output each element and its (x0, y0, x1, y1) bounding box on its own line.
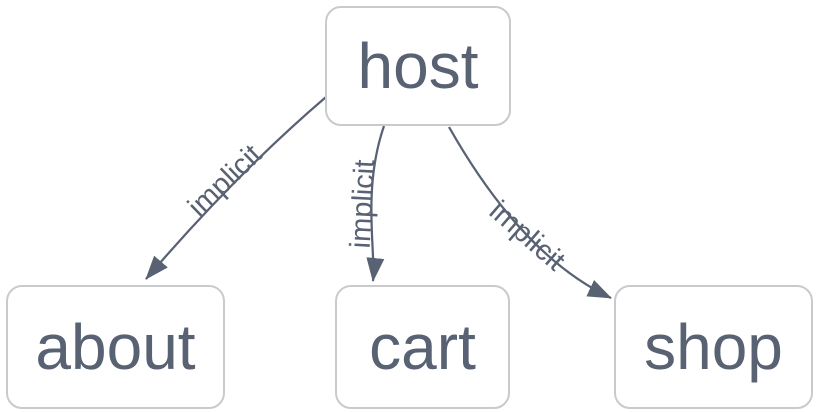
edge-label-host-about: implicit (182, 139, 268, 224)
edge-host-cart (366, 125, 386, 282)
edge-host-about (145, 96, 327, 280)
node-host-label: host (357, 30, 479, 102)
edge-host-shop (448, 126, 612, 300)
edge-label-host-cart: implicit (345, 159, 382, 249)
node-shop-label: shop (644, 311, 783, 383)
node-shop[interactable]: shop (614, 285, 813, 409)
edge-label-host-shop: implicit (483, 195, 571, 277)
node-about-label: about (35, 311, 196, 383)
node-host[interactable]: host (325, 6, 511, 126)
node-about[interactable]: about (6, 285, 225, 409)
node-cart-label: cart (369, 311, 476, 383)
node-cart[interactable]: cart (335, 285, 510, 409)
